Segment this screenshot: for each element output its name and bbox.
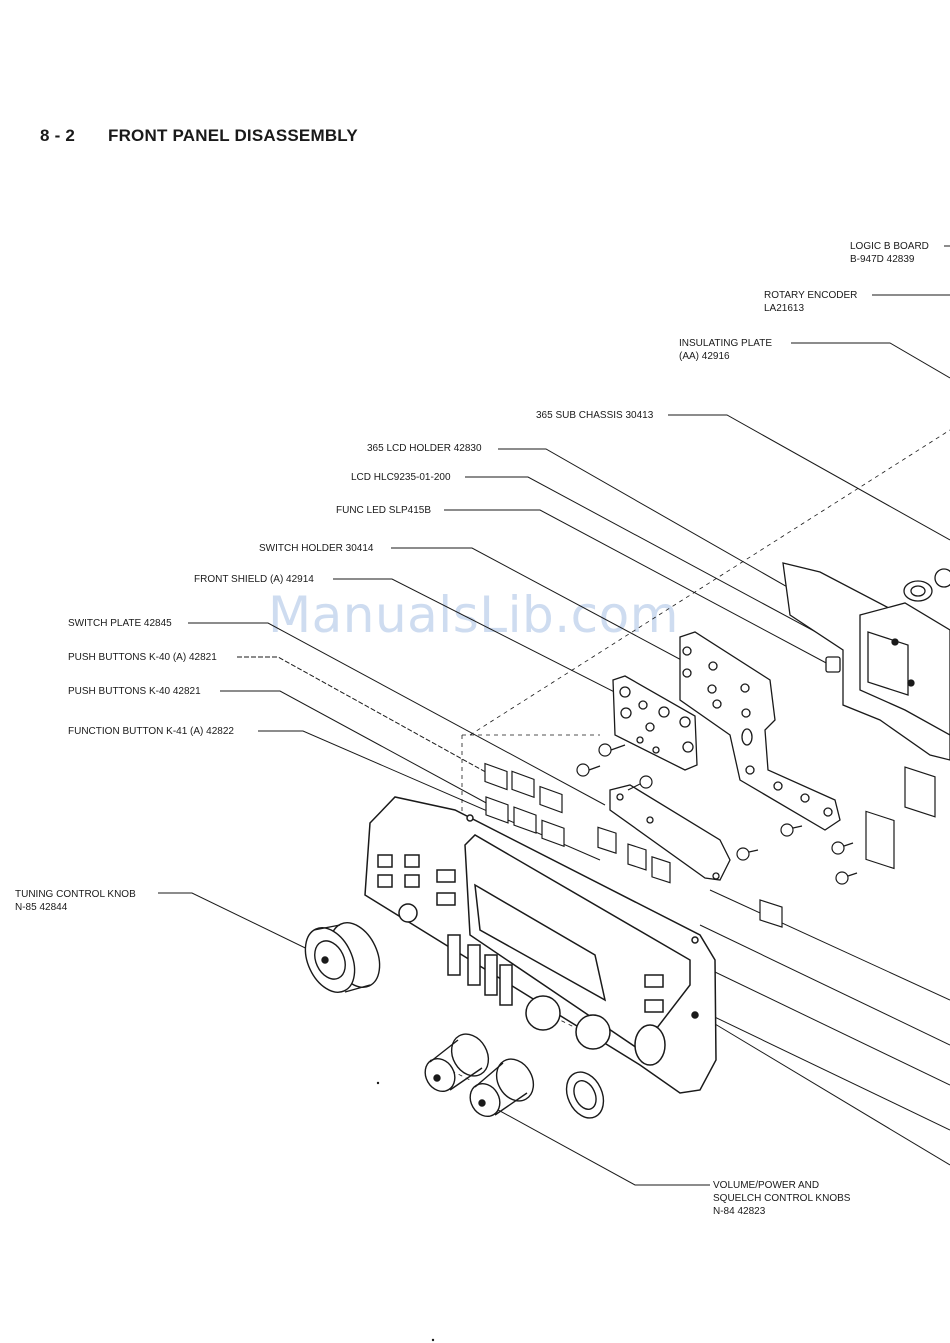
section-title: FRONT PANEL DISASSEMBLY — [108, 126, 358, 145]
callout-func-led: FUNC LED SLP415B — [336, 505, 432, 516]
tuning-knob-part — [304, 922, 381, 993]
front-shield-part — [612, 675, 698, 771]
callout-function-button: FUNCTION BUTTON K-41 (A) 42822 — [68, 726, 234, 737]
callout-lcd: LCD HLC9235-01-200 — [351, 472, 451, 483]
push-buttons-part — [484, 762, 936, 928]
callout-sub-chassis: 365 SUB CHASSIS 30413 — [536, 410, 654, 421]
callout-insulating-plate: INSULATING PLATE(AA) 42916 — [679, 338, 772, 362]
leader-lines — [158, 245, 950, 1186]
volume-squelch-knobs-part — [424, 1033, 605, 1119]
front-panel-part — [364, 796, 717, 1094]
callout-push-buttons-a: PUSH BUTTONS K-40 (A) 42821 — [68, 652, 217, 663]
sub-chassis-part — [782, 562, 950, 761]
switch-holder-part — [679, 631, 841, 831]
callout-front-shield: FRONT SHIELD (A) 42914 — [194, 574, 314, 585]
callout-push-buttons: PUSH BUTTONS K-40 42821 — [68, 686, 201, 697]
callout-lcd-holder: 365 LCD HOLDER 42830 — [367, 443, 482, 454]
callout-switch-holder: SWITCH HOLDER 30414 — [259, 543, 374, 554]
watermark: ManualsLib.com — [268, 586, 679, 644]
stray-marks — [376, 1081, 435, 1342]
callout-switch-plate: SWITCH PLATE 42845 — [68, 618, 172, 629]
section-number: 8 - 2 — [40, 126, 76, 145]
page-heading: 8 - 2 FRONT PANEL DISASSEMBLY — [40, 126, 358, 146]
screws — [576, 743, 858, 885]
switch-plate-part — [609, 784, 731, 881]
